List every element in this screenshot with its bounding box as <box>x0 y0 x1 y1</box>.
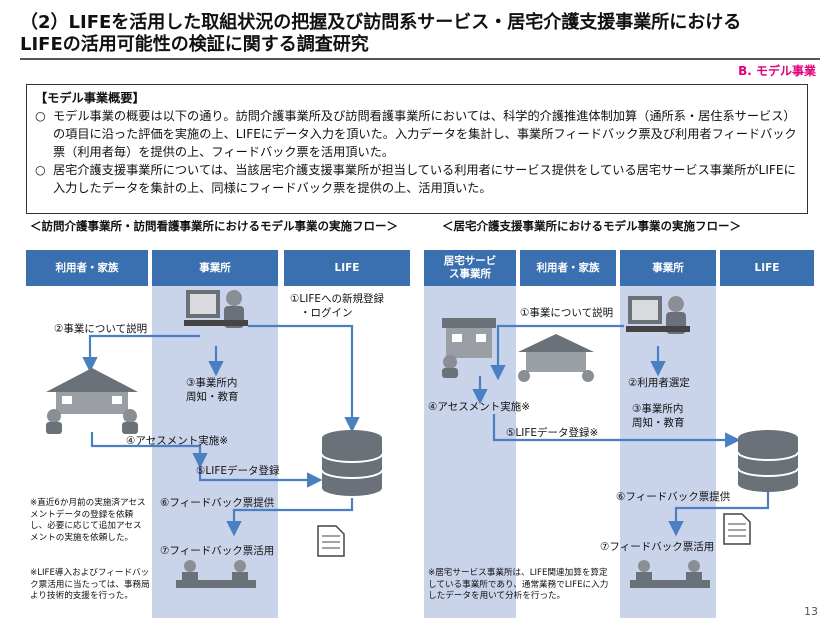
right-step-4: ④アセスメント実施※ <box>428 401 531 413</box>
right-step-5: ⑤LIFEデータ登録※ <box>506 427 599 439</box>
right-col-office: 事業所 <box>620 250 716 286</box>
left-step-1b: ・ログイン <box>300 307 353 319</box>
right-step-3b: 周知・教育 <box>632 417 685 429</box>
slide-title: （2）LIFEを活用した取組状況の把握及び訪問系サービス・居宅介護支援事業所にお… <box>20 12 820 56</box>
left-meeting-icon <box>176 560 256 588</box>
left-document-icon <box>317 525 345 557</box>
right-note: ※居宅サービス事業所は、LIFE関連加算を算定している事業所であり、通常業務でL… <box>428 568 609 601</box>
left-col-office: 事業所 <box>152 250 278 286</box>
right-office-staff-icon <box>626 296 690 334</box>
left-flow-title: ＜訪問介護事業所・訪問看護事業所におけるモデル事業の実施フロー＞ <box>30 219 398 233</box>
left-database-icon <box>321 430 383 496</box>
title-underline <box>20 58 820 60</box>
right-home-family-icon <box>518 334 594 382</box>
left-arrow-2 <box>82 334 200 373</box>
right-col-home-service: 居宅サービス事業所 <box>424 250 516 286</box>
title-line-2: LIFEの活用可能性の検証に関する調査研究 <box>20 34 369 55</box>
right-flow-title: ＜居宅介護支援事業所におけるモデル事業の実施フロー＞ <box>442 219 741 233</box>
overview-bullet-1: ○ モデル事業の概要は以下の通り。訪問介護事業所及び訪問看護事業所においては、科… <box>35 107 799 161</box>
right-step-6: ⑥フィードバック票提供 <box>616 491 731 503</box>
right-arrow-4 <box>492 414 741 448</box>
page-number: 13 <box>804 605 818 618</box>
right-database-icon <box>737 430 799 492</box>
section-badge: B. モデル事業 <box>738 64 816 78</box>
right-col-user-family: 利用者・家族 <box>520 250 616 286</box>
left-step-1a: ①LIFEへの新規登録 <box>290 293 385 305</box>
left-home-family-icon <box>46 368 138 434</box>
left-arrow-5 <box>198 464 323 488</box>
right-service-building-icon <box>442 318 496 378</box>
left-arrow-4 <box>90 432 208 469</box>
title-line-1: （2）LIFEを活用した取組状況の把握及び訪問系サービス・居宅介護支援事業所にお… <box>20 12 742 33</box>
right-arrow-1 <box>490 324 624 381</box>
right-meeting-icon <box>630 560 710 588</box>
left-step-6: ⑥フィードバック票提供 <box>160 497 275 509</box>
right-step-2: ②利用者選定 <box>628 377 690 389</box>
bullet-mark: ○ <box>35 163 46 177</box>
left-note-1: ※直近6か月前の実施済アセスメントデータの登録を依頼し、必要に応じて追加アセスメ… <box>30 498 146 543</box>
right-document-icon <box>723 513 751 545</box>
right-step-7: ⑦フィードバック票活用 <box>600 541 715 553</box>
left-note-2: ※LIFE導入およびフィードバック票活用に当たっては、事務局より技術的支援を行っ… <box>30 568 150 601</box>
bullet-text: 居宅介護支援事業所については、当該居宅介護支援事業所が担当している利用者にサービ… <box>53 163 796 195</box>
left-step-4: ④アセスメント実施※ <box>126 435 229 447</box>
left-arrow-6 <box>226 498 354 537</box>
bullet-text: モデル事業の概要は以下の通り。訪問介護事業所及び訪問看護事業所においては、科学的… <box>53 109 797 159</box>
left-col-user-family: 利用者・家族 <box>26 250 148 286</box>
left-step-3b: 周知・教育 <box>186 391 239 403</box>
left-arrow-1 <box>248 324 360 433</box>
overview-box: 【モデル事業概要】 ○ モデル事業の概要は以下の通り。訪問介護事業所及び訪問看護… <box>26 84 808 214</box>
bullet-mark: ○ <box>35 109 46 123</box>
left-step-7: ⑦フィードバック票活用 <box>160 545 275 557</box>
left-step-5: ⑤LIFEデータ登録 <box>196 465 280 477</box>
left-step-2: ②事業について説明 <box>54 323 148 335</box>
left-office-band <box>152 286 278 618</box>
right-col-life: LIFE <box>720 250 814 286</box>
right-step-1: ①事業について説明 <box>520 307 614 319</box>
right-arrow-5 <box>668 486 770 537</box>
overview-heading: 【モデル事業概要】 <box>35 91 145 105</box>
right-col-home-service-label: 居宅サービス事業所 <box>443 255 497 280</box>
left-col-life: LIFE <box>284 250 410 286</box>
overview-bullet-2: ○ 居宅介護支援事業所については、当該居宅介護支援事業所が担当している利用者にサ… <box>35 161 799 197</box>
left-step-3a: ③事業所内 <box>186 377 238 389</box>
right-step-3a: ③事業所内 <box>632 403 684 415</box>
left-office-staff-icon <box>184 290 248 328</box>
right-office-band <box>620 286 716 618</box>
